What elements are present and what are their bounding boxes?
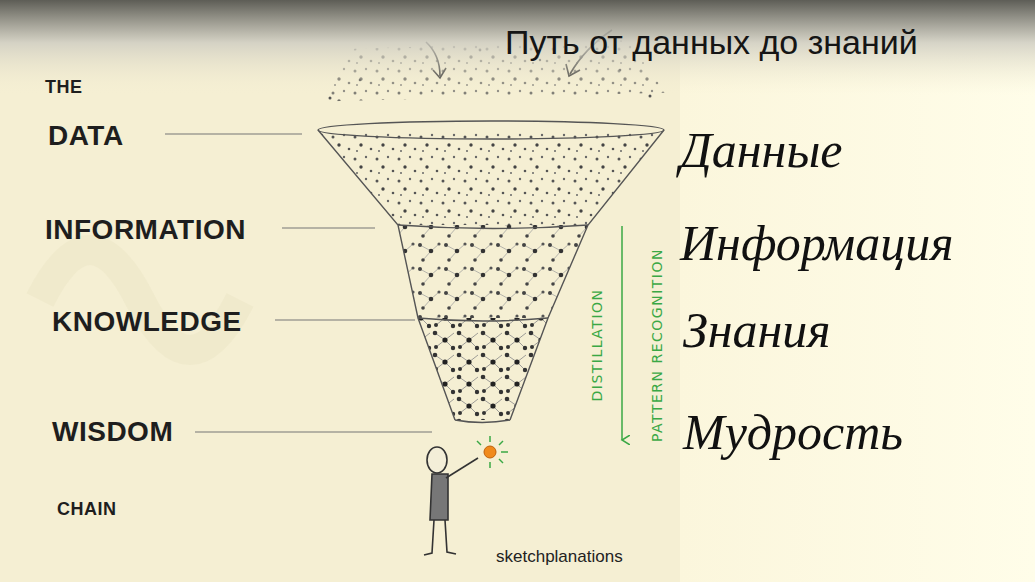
level-label: KNOWLEDGE	[52, 307, 242, 338]
level-label: INFORMATION	[45, 215, 246, 246]
process-label: DISTILLATION	[590, 288, 605, 401]
chain-word: THE	[45, 78, 83, 98]
level-label: WISDOM	[52, 417, 173, 448]
process-label: PATTERN RECOGNITION	[650, 248, 665, 442]
russian-level-label: Знания	[683, 303, 831, 358]
russian-level-label: Данные	[680, 123, 842, 178]
russian-level-label: Информация	[680, 216, 953, 271]
watermark: sketchplanations	[496, 548, 623, 567]
level-label: DATA	[48, 121, 124, 152]
russian-level-label: Мудрость	[683, 405, 903, 460]
chain-word: CHAIN	[57, 500, 117, 520]
slide-title: Путь от данных до знаний	[505, 24, 918, 61]
